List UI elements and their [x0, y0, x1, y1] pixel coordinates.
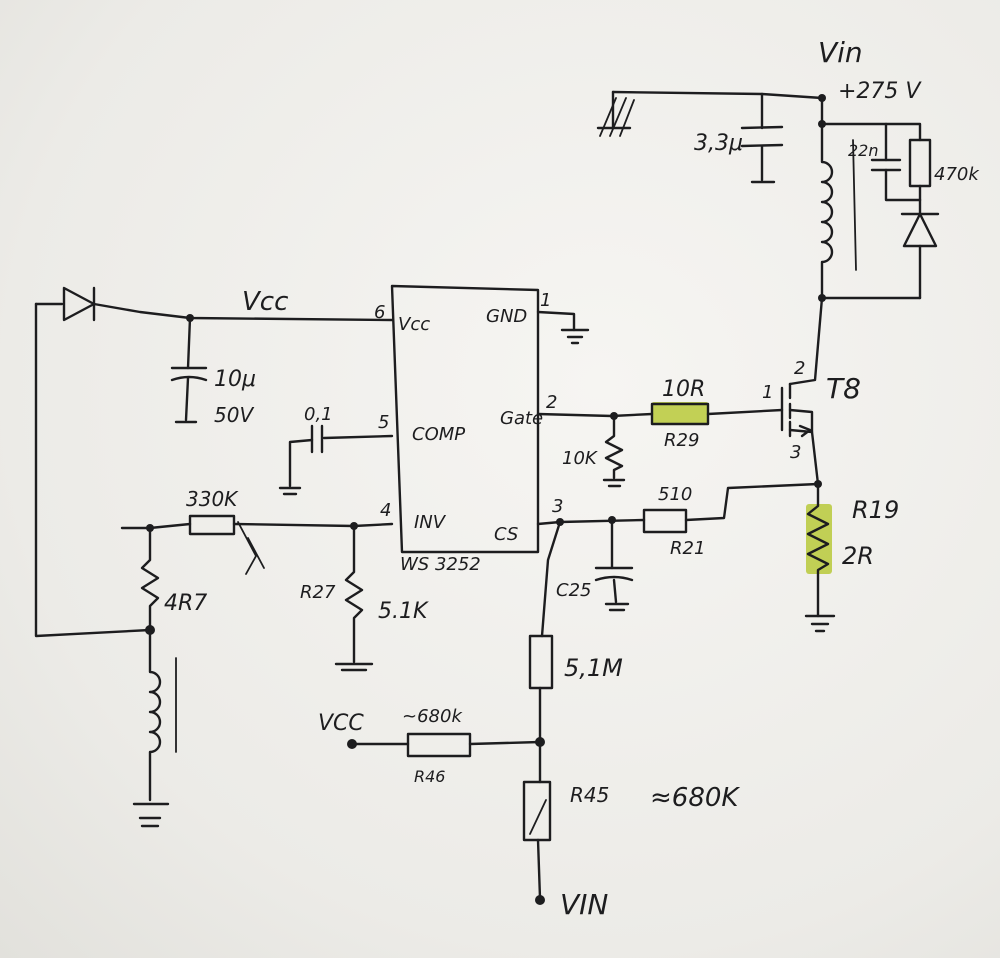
mosfet-drain-pin: 2 [794, 358, 805, 379]
r45-slash [529, 799, 547, 835]
ic-pin-comp-num: 5 [378, 412, 389, 433]
resistor-4r7-value: 4R7 [164, 591, 207, 616]
snubber-resistor-value: 470k [934, 164, 980, 185]
mosfet-label: T8 [826, 372, 861, 405]
sense-resistor-r19 [806, 482, 830, 618]
pulldown-value: 10K [562, 448, 598, 469]
r29-highlight [652, 402, 708, 424]
ic-body [390, 284, 540, 554]
ic-pin-cs-num: 3 [552, 496, 563, 517]
vin-rail-wire [820, 96, 922, 142]
gate-wire [536, 412, 654, 418]
inv-wire [232, 522, 394, 528]
drain-wire [788, 296, 824, 386]
r21-value: 510 [658, 484, 692, 505]
resistor-r45 [522, 780, 552, 842]
vcc-capacitor-voltage: 50V [214, 403, 254, 427]
gate-to-mosfet-wire [706, 408, 784, 416]
gate-pulldown-resistor [604, 414, 624, 480]
transformer-core-line [852, 139, 857, 271]
ic-pin-gnd-num: 1 [540, 290, 551, 311]
cs-to-5m-wire [540, 520, 562, 638]
r29-value: 10R [662, 377, 705, 402]
resistor-5m1-value: 5,1M [564, 654, 623, 682]
mosfet-t8 [780, 382, 814, 438]
ground-symbol [804, 614, 836, 633]
scribble-mark [237, 521, 265, 575]
ic-pin-gnd-name: GND [486, 306, 527, 327]
r29-ref: R29 [664, 430, 699, 451]
primary-winding [820, 122, 834, 300]
ic-pin-vcc-name: Vcc [398, 314, 430, 335]
c25-ref: C25 [556, 580, 591, 601]
ic-pin-comp-name: COMP [412, 424, 465, 445]
fb-left-wire [120, 522, 192, 530]
ground-symbol [560, 328, 590, 345]
aux-winding [148, 628, 162, 802]
ground-to-vin-wire [611, 90, 824, 100]
vcc-rail-label: Vcc [242, 287, 288, 317]
resistor-4r7 [140, 526, 160, 632]
cs-filter-capacitor [594, 518, 634, 612]
r21-ref: R21 [670, 538, 705, 559]
bulk-capacitor-value: 3,3μ [694, 131, 743, 156]
vin-title: Vin [818, 36, 863, 69]
ic-pin-cs-name: CS [494, 524, 518, 545]
resistor-5m1 [528, 634, 554, 690]
resistor-r27 [344, 524, 364, 664]
vcc-capacitor [170, 316, 208, 424]
fb-resistor-330k [188, 514, 236, 536]
gnd-pin-wire [536, 310, 576, 332]
vcc-capacitor-value: 10μ [214, 367, 256, 392]
ic-pin-inv-name: INV [414, 512, 447, 533]
r27-ref: R27 [300, 582, 336, 603]
clamp-diode [900, 198, 940, 300]
source-wire [810, 430, 820, 486]
r19-value: 2R [842, 542, 874, 570]
mosfet-gate-pin: 1 [762, 382, 773, 403]
r27-value: 5.1K [378, 599, 429, 624]
vin-bottom-label: VIN [560, 888, 608, 921]
r45-ref: R45 [570, 783, 609, 807]
ground-symbol [602, 478, 626, 488]
ground-symbol [334, 662, 374, 672]
snubber-capacitor-value: 22n [848, 141, 879, 160]
snubber-capacitor [870, 122, 922, 202]
vcc-input-label: VCC [318, 711, 364, 736]
r46-value: ~680k [402, 706, 463, 727]
aux-diode [62, 286, 96, 322]
vin-voltage: +275 V [838, 79, 922, 104]
comp-capacitor-value: 0,1 [304, 404, 333, 425]
snubber-resistor [908, 138, 932, 202]
ic-pin-gate-name: Gate [500, 408, 543, 429]
mosfet-source-pin: 3 [790, 442, 801, 463]
cs-to-source-wire [684, 482, 820, 522]
earth-ground-symbol [596, 90, 635, 137]
comp-wire [322, 434, 394, 440]
ground-symbol [132, 802, 170, 828]
r45-to-vin-wire [536, 838, 542, 900]
bulk-capacitor [740, 92, 784, 184]
r19-ref: R19 [852, 496, 899, 524]
ic-pin-vcc-num: 6 [374, 302, 385, 323]
r46-ref: R46 [414, 767, 445, 786]
resistor-r46 [406, 732, 472, 758]
r45-value: ≈680K [650, 783, 740, 813]
fb-resistor-value: 330K [186, 487, 239, 511]
r46-to-node-wire [468, 740, 542, 746]
ic-pin-gate-num: 2 [546, 392, 557, 413]
cs-resistor-r21 [642, 508, 688, 534]
vin-bottom-terminal [535, 895, 545, 905]
ic-part-number: WS 3252 [400, 554, 481, 575]
vcc-rail-wire [92, 302, 394, 322]
comp-capacitor [278, 424, 324, 496]
cs-wire [536, 518, 646, 526]
ic-pin-inv-num: 4 [380, 500, 391, 521]
aux-loop-wire [34, 302, 152, 638]
